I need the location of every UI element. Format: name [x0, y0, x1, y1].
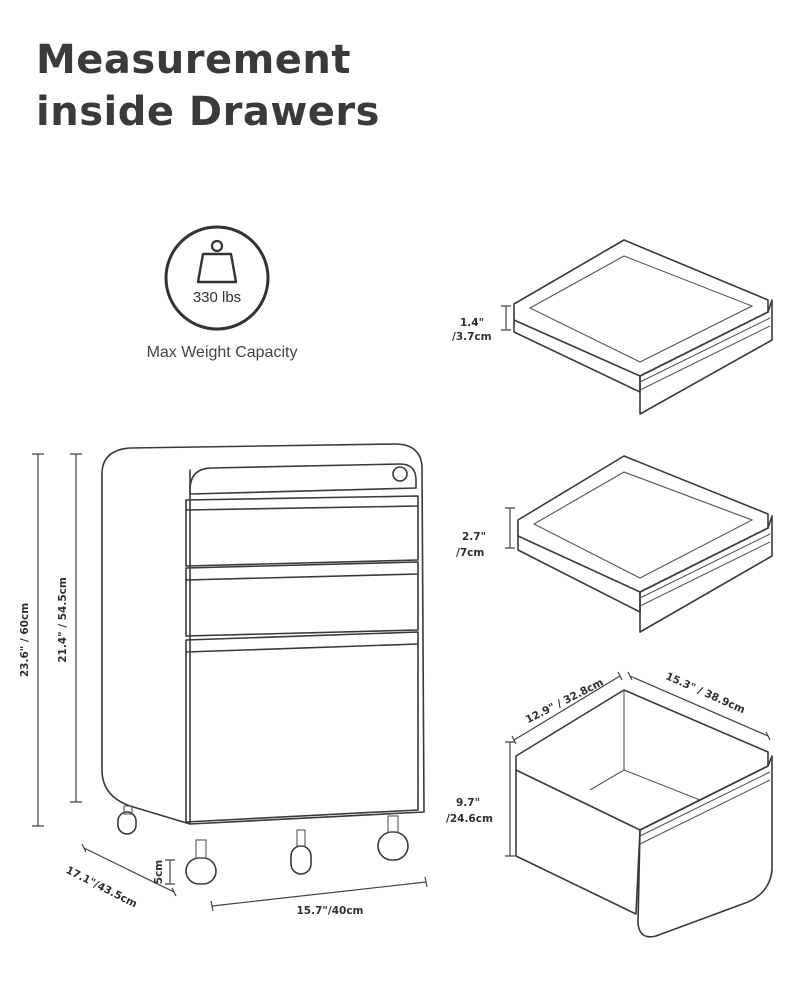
filing-cabinet — [101, 443, 425, 885]
wheel-height-label: 5cm — [153, 860, 165, 885]
bottom-drawer-width-line — [511, 671, 623, 745]
bottom-drawer-height-line — [505, 741, 515, 857]
caster-wheel — [117, 805, 137, 835]
height-total-line — [32, 453, 44, 827]
title-line-1: Measurement — [36, 37, 351, 83]
wheel-height-line — [165, 859, 175, 885]
height-body-line — [70, 453, 82, 803]
caster-wheels — [117, 805, 409, 885]
lock-panel — [189, 463, 417, 495]
bottom-drawer: 9.7" /24.6cm 12.9" / 32.8cm 15.3" / 38.9… — [446, 670, 773, 938]
caster-wheel — [290, 829, 312, 875]
width-label: 15.7"/40cm — [297, 905, 364, 917]
cabinet-dimensions: 23.6" / 60cm 21.4" / 54.5cm 17.1"/43.5cm… — [19, 453, 428, 917]
drawer-2-front — [185, 573, 419, 637]
cabinet-body — [101, 443, 425, 825]
middle-drawer-height-metric: /7cm — [456, 547, 484, 559]
title-line-2: inside Drawers — [36, 89, 380, 135]
height-body-label: 21.4" / 54.5cm — [57, 577, 69, 663]
caster-wheel — [185, 839, 217, 885]
middle-drawer-handle — [639, 533, 771, 607]
lock-icon — [392, 466, 408, 482]
middle-drawer-inner — [532, 471, 754, 579]
drawer-3-front — [185, 643, 419, 823]
top-drawer-height-line — [501, 305, 511, 331]
caster-wheel — [377, 815, 409, 861]
width-line — [210, 876, 428, 912]
bottom-drawer-inner — [589, 690, 701, 801]
middle-drawer-front — [639, 515, 773, 633]
top-drawer-inner — [528, 255, 754, 363]
top-drawer-front — [639, 299, 773, 415]
top-drawer-height: 1.4" — [460, 317, 484, 329]
bottom-drawer-side — [515, 769, 641, 915]
top-drawer-handle — [639, 317, 771, 391]
top-drawer-rim — [513, 239, 769, 377]
depth-label: 17.1"/43.5cm — [64, 864, 139, 910]
weight-capacity-badge: 330 lbs Max Weight Capacity — [147, 225, 298, 361]
bottom-drawer-handle — [639, 771, 771, 845]
bottom-drawer-front — [637, 755, 773, 938]
middle-drawer-height: 2.7" — [462, 531, 486, 543]
middle-drawer-rim — [517, 455, 769, 593]
middle-drawer: 2.7" /7cm — [456, 455, 773, 633]
bottom-drawer-width: 12.9" / 32.8cm — [524, 677, 606, 727]
drawer-1-handle — [185, 495, 419, 511]
bottom-drawer-height: 9.7" — [456, 797, 480, 809]
page-title: Measurement inside Drawers — [36, 34, 380, 138]
top-drawer-height-metric: /3.7cm — [452, 331, 492, 343]
bottom-drawer-height-metric: /24.6cm — [446, 813, 493, 825]
bottom-drawer-depth-line — [627, 671, 771, 741]
top-drawer: 1.4" /3.7cm — [452, 239, 773, 415]
weight-icon — [196, 239, 238, 284]
capacity-caption: Max Weight Capacity — [147, 344, 298, 361]
drawer-1-front — [185, 505, 419, 567]
depth-line — [81, 843, 177, 897]
height-total-label: 23.6" / 60cm — [19, 603, 31, 677]
capacity-circle — [164, 225, 270, 331]
capacity-weight: 330 lbs — [193, 289, 241, 306]
middle-drawer-height-line — [505, 507, 515, 549]
